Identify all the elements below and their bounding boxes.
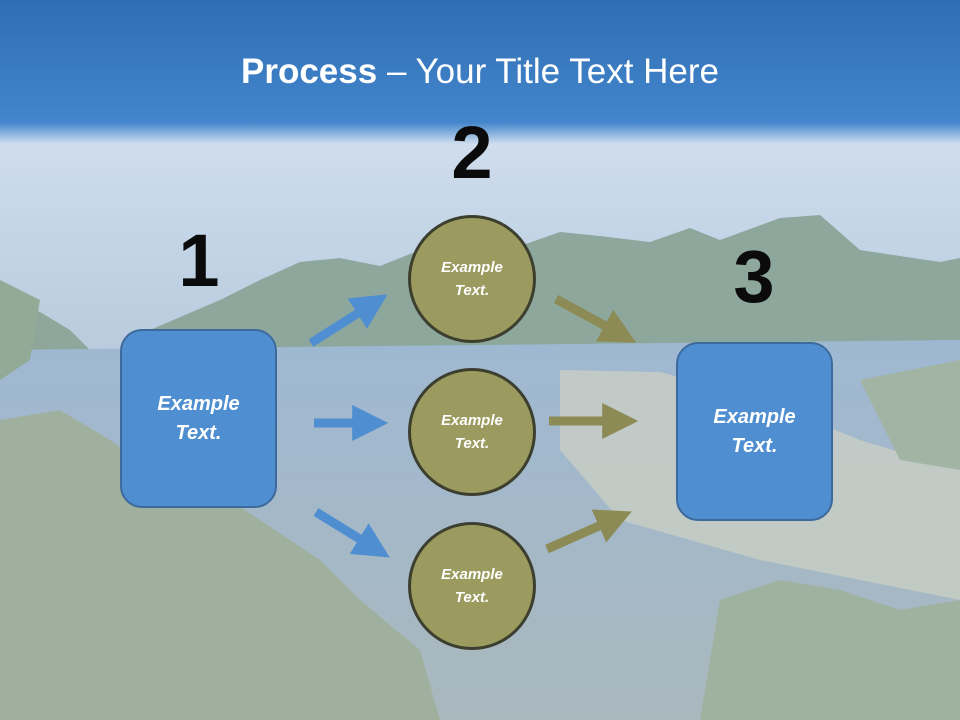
arrow-to-bottom-circle	[313, 508, 390, 558]
slide-title: Process – Your Title Text Here	[0, 52, 960, 92]
arrow-top-to-end	[553, 295, 637, 343]
step-number-1: 1	[178, 219, 220, 302]
circle-middle-line1: Example	[441, 412, 503, 429]
box-start-line2: Text.	[175, 421, 222, 444]
process-box-start: Example Text.	[120, 329, 277, 508]
circle-middle-line2: Text.	[454, 435, 490, 452]
circle-top-line2: Text.	[454, 282, 490, 299]
process-circle-bottom: Example Text.	[408, 522, 536, 650]
step-number-3: 3	[733, 235, 775, 318]
process-circle-middle: Example Text.	[408, 368, 536, 496]
process-box-end: Example Text.	[676, 342, 833, 521]
box-end-line1: Example	[713, 405, 796, 428]
circle-bottom-line2: Text.	[454, 589, 490, 606]
circle-bottom-line1: Example	[441, 566, 503, 583]
step-number-2: 2	[451, 111, 493, 194]
box-start-line1: Example	[157, 392, 240, 415]
box-end-line2: Text.	[731, 434, 778, 457]
arrow-bottom-to-end	[545, 509, 632, 554]
title-bold: Process	[241, 52, 378, 91]
title-rest: – Your Title Text Here	[377, 52, 719, 91]
circle-top-line1: Example	[441, 259, 503, 276]
process-circle-top: Example Text.	[408, 215, 536, 343]
arrow-to-top-circle	[308, 294, 388, 347]
